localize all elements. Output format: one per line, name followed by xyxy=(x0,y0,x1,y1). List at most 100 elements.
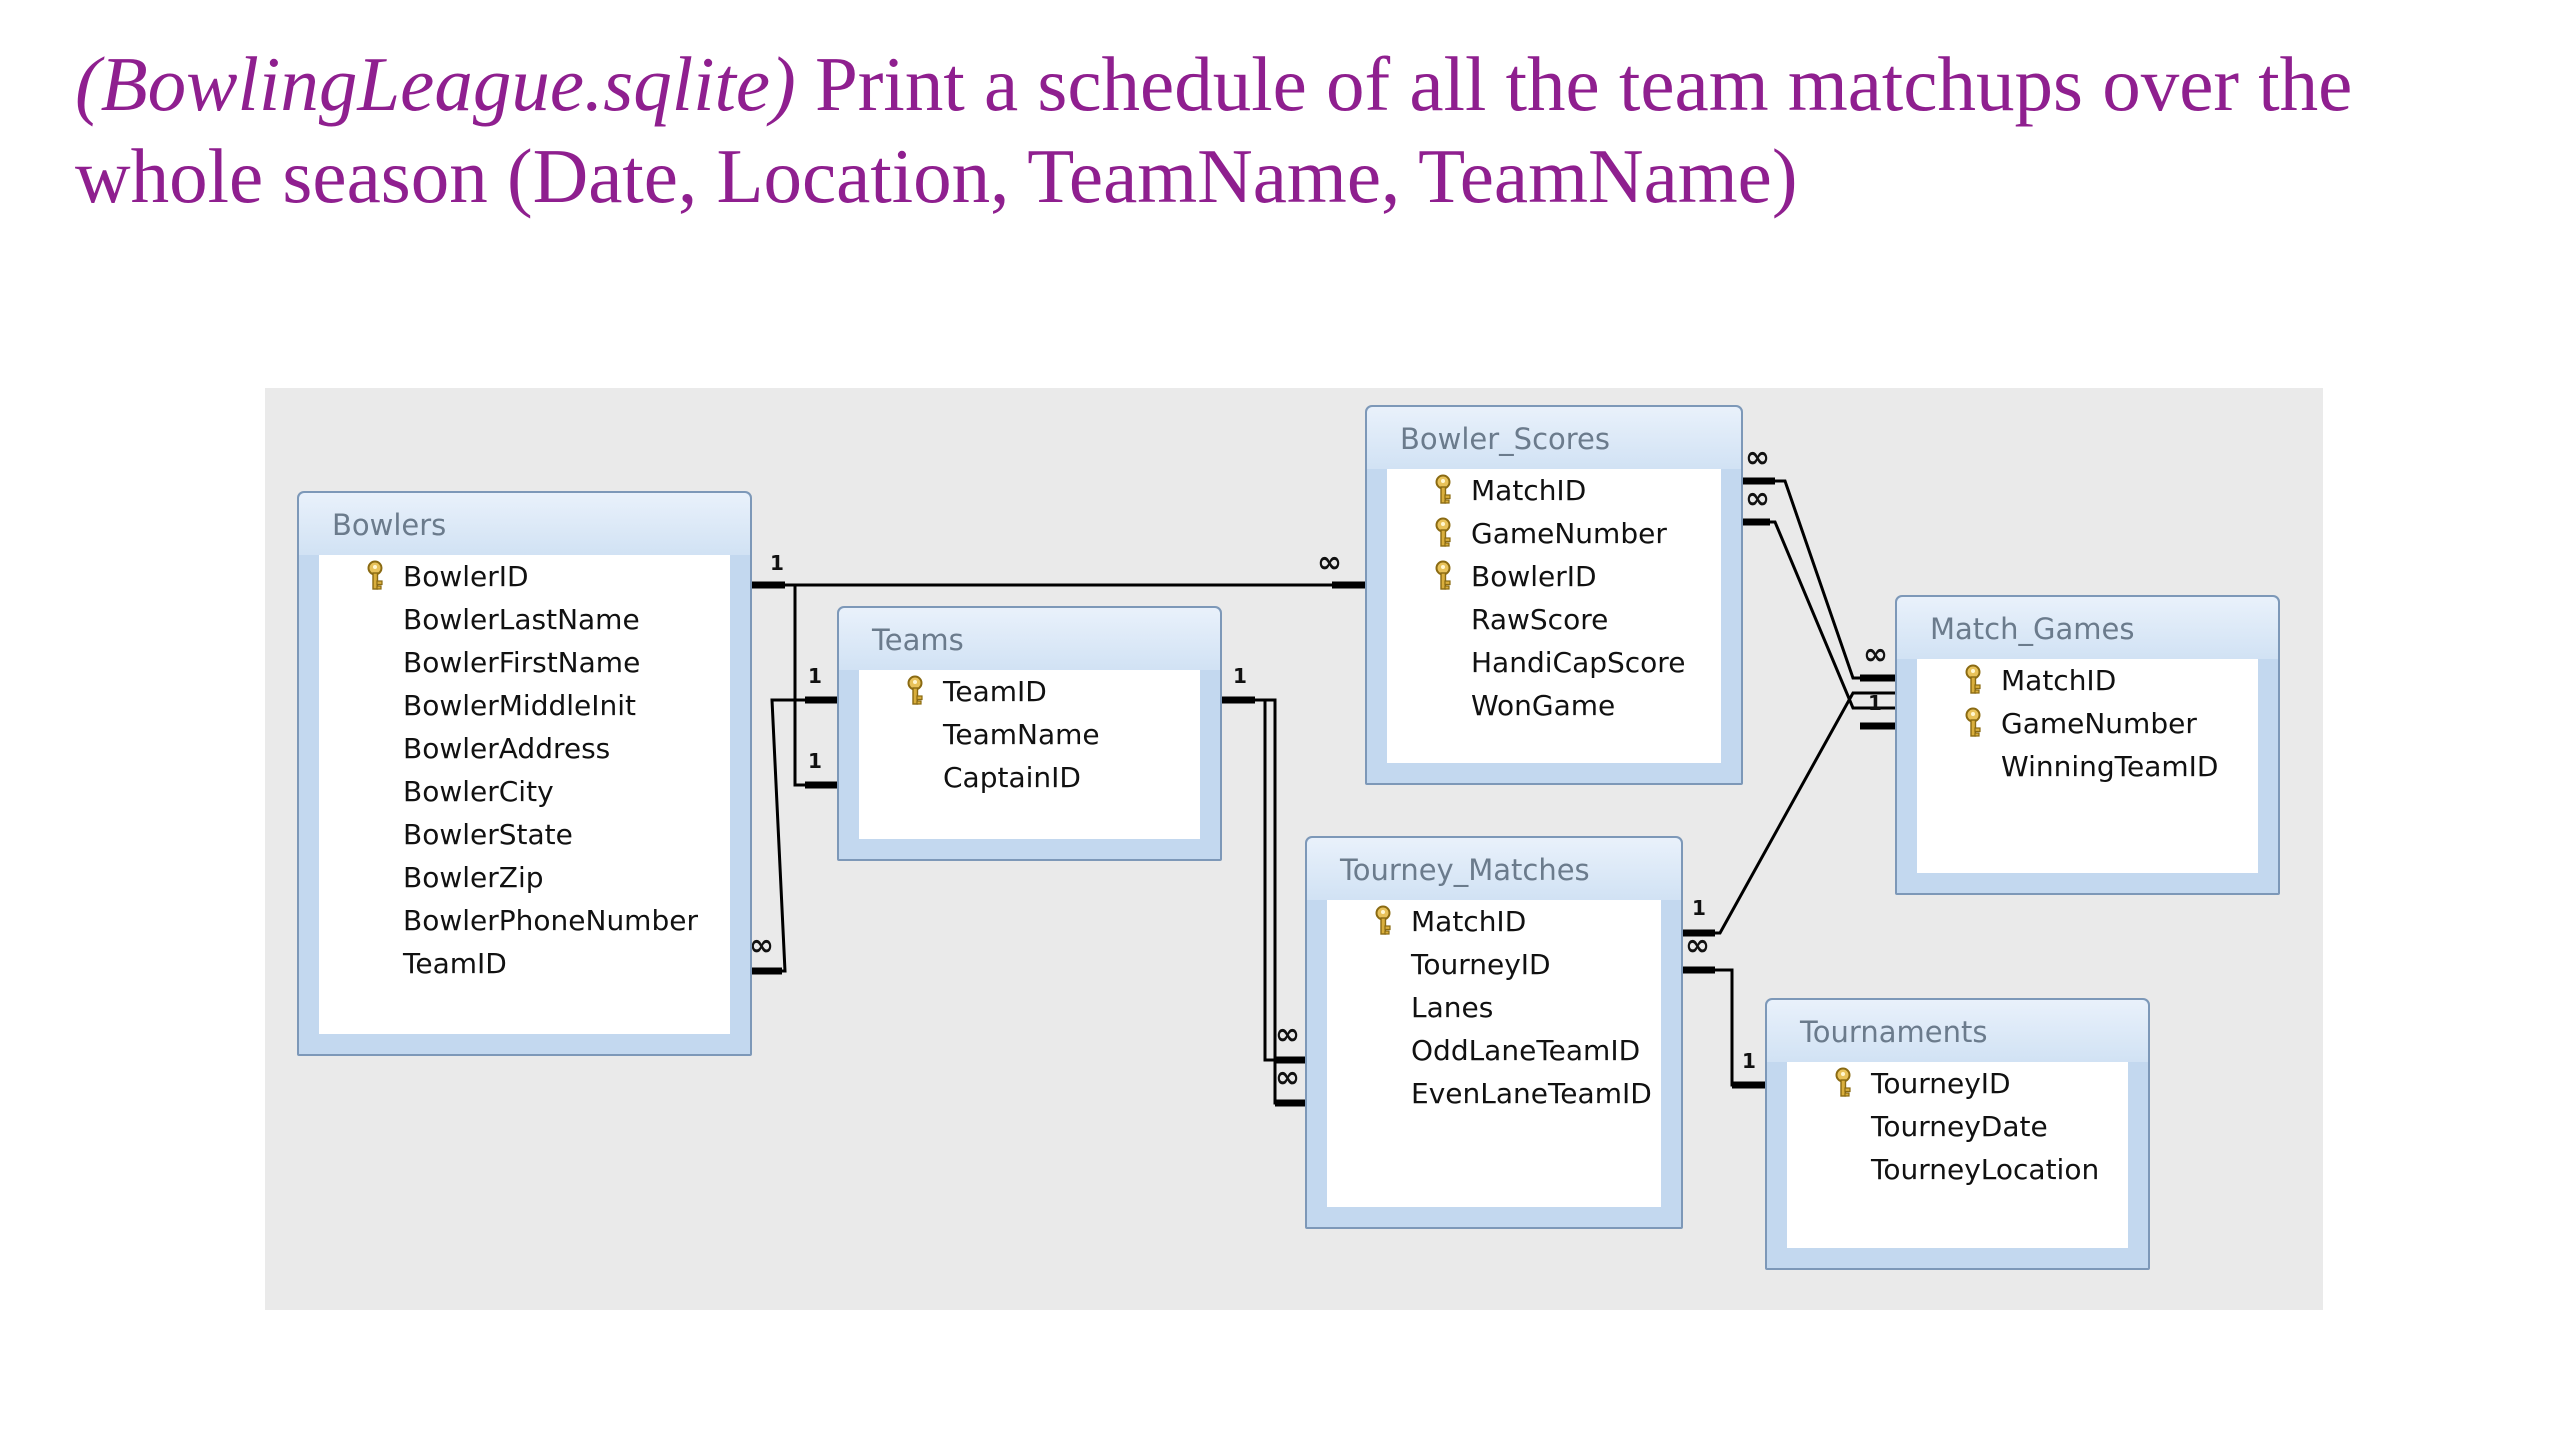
primary-key-icon xyxy=(1432,560,1454,592)
field-name: BowlerCity xyxy=(403,775,554,808)
field-name: BowlerID xyxy=(1471,560,1597,593)
table-field[interactable]: TourneyID xyxy=(1787,1062,2128,1105)
table-title[interactable]: Match_Games xyxy=(1897,597,2278,659)
cardinality-many: ∞ xyxy=(749,928,774,963)
primary-key-icon xyxy=(1962,707,1984,739)
table-field[interactable]: HandiCapScore xyxy=(1387,641,1721,684)
table-field[interactable]: WinningTeamID xyxy=(1917,745,2258,788)
table-field[interactable]: BowlerMiddleInit xyxy=(319,684,730,727)
cardinality-many: ∞ xyxy=(1317,545,1342,580)
field-name: MatchID xyxy=(2001,664,2117,697)
cardinality-one: 1 xyxy=(1742,1049,1756,1073)
field-name: TourneyDate xyxy=(1871,1110,2048,1143)
table-field[interactable]: BowlerID xyxy=(319,555,730,598)
table-field[interactable]: TeamID xyxy=(859,670,1200,713)
slide-title: (BowlingLeague.sqlite) Print a schedule … xyxy=(75,38,2495,222)
primary-key-icon xyxy=(364,560,386,592)
table-field[interactable]: MatchID xyxy=(1387,469,1721,512)
table-title[interactable]: Bowlers xyxy=(299,493,750,555)
cardinality-one: 1 xyxy=(1692,896,1706,920)
table-field[interactable]: BowlerCity xyxy=(319,770,730,813)
table-field[interactable]: TeamID xyxy=(319,942,730,985)
primary-key-icon xyxy=(1832,1067,1854,1099)
table-field[interactable]: TourneyLocation xyxy=(1787,1148,2128,1191)
table-field[interactable]: BowlerFirstName xyxy=(319,641,730,684)
title-database-name: (BowlingLeague.sqlite) xyxy=(75,41,796,127)
field-name: MatchID xyxy=(1411,905,1527,938)
table-field[interactable]: MatchID xyxy=(1917,659,2258,702)
cardinality-one: 1 xyxy=(808,664,822,688)
field-name: BowlerID xyxy=(403,560,529,593)
table-field[interactable]: BowlerID xyxy=(1387,555,1721,598)
field-name: BowlerAddress xyxy=(403,732,611,765)
table-field[interactable]: Lanes xyxy=(1327,986,1661,1029)
table-field[interactable]: BowlerZip xyxy=(319,856,730,899)
table-field[interactable]: GameNumber xyxy=(1387,512,1721,555)
field-name: TeamID xyxy=(943,675,1047,708)
table-title[interactable]: Bowler_Scores xyxy=(1367,407,1741,469)
table-field[interactable]: TeamName xyxy=(859,713,1200,756)
field-name: OddLaneTeamID xyxy=(1411,1034,1641,1067)
cardinality-many: ∞ xyxy=(1745,440,1770,475)
field-name: BowlerState xyxy=(403,818,573,851)
field-name: BowlerMiddleInit xyxy=(403,689,637,722)
field-name: TourneyLocation xyxy=(1871,1153,2100,1186)
cardinality-one: 1 xyxy=(770,551,784,575)
cardinality-one: 1 xyxy=(1868,691,1882,715)
cardinality-one: 1 xyxy=(808,749,822,773)
table-field[interactable]: TourneyDate xyxy=(1787,1105,2128,1148)
table-field[interactable]: GameNumber xyxy=(1917,702,2258,745)
field-name: GameNumber xyxy=(2001,707,2197,740)
table-title[interactable]: Tournaments xyxy=(1767,1000,2148,1062)
table-field[interactable]: MatchID xyxy=(1327,900,1661,943)
field-name: BowlerFirstName xyxy=(403,646,641,679)
field-name: TourneyID xyxy=(1871,1067,2011,1100)
table-title[interactable]: Tourney_Matches xyxy=(1307,838,1681,900)
field-name: TourneyID xyxy=(1411,948,1551,981)
relationship-diagram: 1 ∞ 1 1 ∞ 1 ∞ ∞ ∞ ∞ ∞ 1 1 ∞ 1 Bowlers Bo… xyxy=(265,388,2323,1310)
table-field[interactable]: BowlerAddress xyxy=(319,727,730,770)
table-field[interactable]: BowlerState xyxy=(319,813,730,856)
table-field[interactable]: OddLaneTeamID xyxy=(1327,1029,1661,1072)
field-name: WinningTeamID xyxy=(2001,750,2219,783)
table-title[interactable]: Teams xyxy=(839,608,1220,670)
table-field[interactable]: TourneyID xyxy=(1327,943,1661,986)
primary-key-icon xyxy=(1372,905,1394,937)
field-name: BowlerZip xyxy=(403,861,544,894)
table-field[interactable]: BowlerPhoneNumber xyxy=(319,899,730,942)
field-name: RawScore xyxy=(1471,603,1609,636)
title-question-text: Print a schedule of all the team matchup… xyxy=(75,41,2353,219)
table-field[interactable]: EvenLaneTeamID xyxy=(1327,1072,1661,1115)
primary-key-icon xyxy=(904,675,926,707)
table-field[interactable]: WonGame xyxy=(1387,684,1721,727)
field-name: WonGame xyxy=(1471,689,1616,722)
cardinality-many: ∞ xyxy=(1275,1017,1300,1052)
field-name: TeamID xyxy=(403,947,507,980)
field-name: CaptainID xyxy=(943,761,1081,794)
primary-key-icon xyxy=(1962,664,1984,696)
cardinality-many: ∞ xyxy=(1275,1060,1300,1095)
table-field[interactable]: CaptainID xyxy=(859,756,1200,799)
cardinality-many: ∞ xyxy=(1685,928,1710,963)
field-name: HandiCapScore xyxy=(1471,646,1686,679)
field-name: GameNumber xyxy=(1471,517,1667,550)
primary-key-icon xyxy=(1432,517,1454,549)
field-name: EvenLaneTeamID xyxy=(1411,1077,1652,1110)
table-field[interactable]: RawScore xyxy=(1387,598,1721,641)
cardinality-one: 1 xyxy=(1233,664,1247,688)
table-field[interactable]: BowlerLastName xyxy=(319,598,730,641)
